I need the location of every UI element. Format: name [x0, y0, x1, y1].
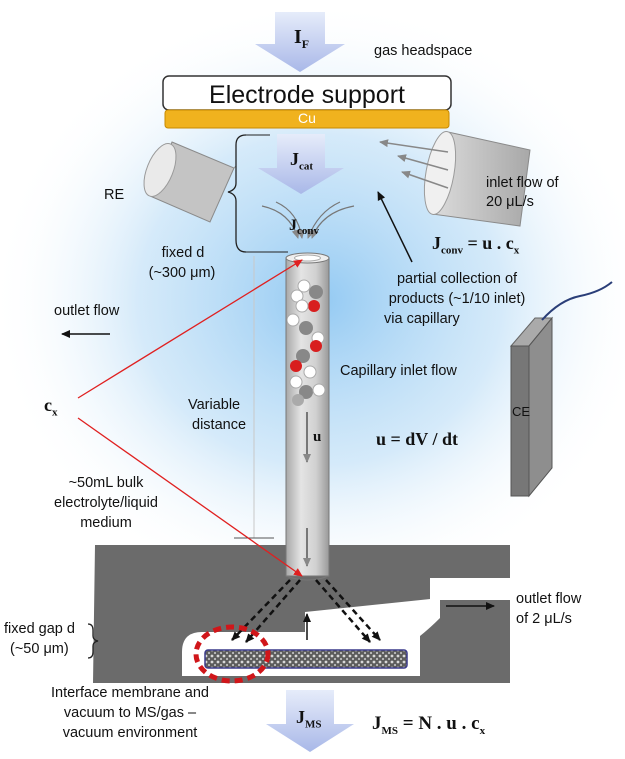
jcat-label: Jcat — [290, 149, 314, 173]
fixed-d-label-2: (~300 μm) — [148, 265, 216, 281]
jcat-arrow — [258, 134, 344, 194]
variable-distance-label-2: distance — [192, 417, 247, 433]
bulk-label-1: ~50mL bulk — [68, 475, 144, 491]
inlet-flow-label-1: inlet flow of — [486, 175, 559, 191]
if-label: IF — [294, 26, 310, 51]
inlet-flow-label-2: 20 μL/s — [486, 194, 534, 210]
electrode-support-label: Electrode support — [209, 81, 405, 109]
reference-electrode — [143, 141, 237, 223]
interface-label-1: Interface membrane and — [51, 685, 209, 701]
capillary-inlet-flow-label: Capillary inlet flow — [340, 363, 457, 379]
jconv-label: Jconv — [289, 217, 319, 238]
u-label: u — [313, 429, 322, 445]
interface-label-3: vacuum environment — [62, 725, 198, 741]
u-equation: u = dV / dt — [376, 429, 458, 449]
partial-collection-arrow — [377, 191, 413, 263]
ce-label: CE — [512, 404, 531, 419]
cu-label: Cu — [298, 110, 316, 126]
variable-distance-label-1: Variable — [188, 397, 241, 413]
jconv-equation: Jconv = u . cx — [432, 233, 520, 257]
fixed-gap-label-1: fixed gap d — [4, 621, 75, 637]
cx-label: cx — [44, 395, 58, 419]
interface-label-2: vacuum to MS/gas – — [63, 705, 197, 721]
if-arrow — [255, 12, 345, 72]
re-label: RE — [104, 187, 125, 203]
jms-equation: JMS = N . u . cx — [372, 713, 486, 737]
bulk-label-2: electrolyte/liquid — [54, 495, 158, 511]
fixed-gap-label-2: (~50 μm) — [10, 641, 69, 657]
dashed-flow-arrows — [231, 579, 381, 643]
cu-layer — [164, 109, 450, 129]
convective-flow-lines — [261, 201, 355, 239]
inlet-flow-arrows — [379, 139, 449, 189]
gas-headspace-label: gas headspace — [374, 43, 473, 59]
counter-electrode — [509, 281, 613, 498]
fixed-d-bracket — [227, 134, 247, 253]
cx-arrow-bottom — [77, 417, 303, 577]
outlet-flow-label: outlet flow — [54, 303, 120, 319]
outlet-flow-2-label-1: outlet flow — [516, 591, 582, 607]
fixed-gap-bracket — [87, 623, 99, 659]
partial-collection-label-2: products (~1/10 inlet) — [388, 291, 526, 307]
partial-collection-label-3: via capillary — [384, 311, 460, 327]
bulk-label-3: medium — [80, 515, 132, 531]
outlet-flow-2-label-2: of 2 μL/s — [516, 611, 572, 627]
membrane-highlight-ring — [193, 624, 271, 684]
jms-label: JMS — [296, 707, 322, 731]
partial-collection-label-1: partial collection of — [396, 271, 518, 287]
jms-arrow — [266, 690, 354, 752]
fixed-d-label-1: fixed d — [161, 245, 205, 261]
membrane — [204, 649, 408, 669]
product-molecules — [286, 279, 326, 406]
cx-arrow-top — [77, 259, 303, 399]
